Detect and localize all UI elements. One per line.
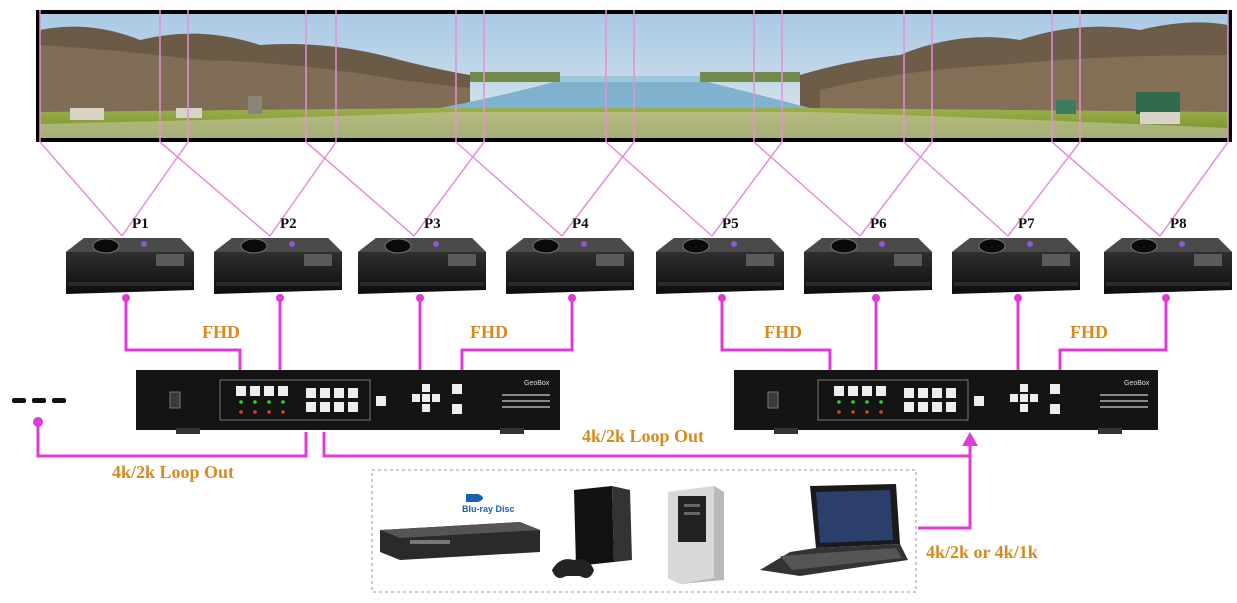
projection-beam [1159, 141, 1229, 237]
projector-label-p5: P5 [722, 216, 739, 232]
fhd-label-4: FHD [1070, 322, 1108, 342]
bluray-logo: Blu-ray Disc [462, 504, 515, 514]
projection-beam [121, 141, 189, 237]
projection-beam [859, 141, 933, 237]
projector-label-p3: P3 [424, 216, 441, 232]
projector-p8 [1104, 238, 1232, 294]
projector-p5 [656, 238, 784, 294]
desktop-pc [668, 486, 724, 584]
blu-ray-player: Blu-ray Disc [380, 494, 540, 560]
fhd-label-2: FHD [470, 322, 508, 342]
cable-endpoints [33, 294, 1170, 446]
projector-label-p7: P7 [1018, 216, 1035, 232]
processor-brand-left: GeoBox [524, 380, 550, 387]
projection-beam [1007, 141, 1081, 237]
projection-beam [605, 141, 713, 237]
projection-beam [455, 141, 563, 237]
projection-beams [39, 141, 1229, 237]
input-resolution-label: 4k/2k or 4k/1k [926, 542, 1038, 562]
projection-beam [753, 141, 861, 237]
projection-overlap-lines [39, 10, 1229, 142]
projector-p2 [214, 238, 342, 294]
projector-label-p2: P2 [280, 216, 297, 232]
projection-beam [159, 141, 271, 237]
projector-label-p6: P6 [870, 216, 887, 232]
projector-label-p4: P4 [572, 216, 589, 232]
loop-out-label-left: 4k/2k Loop Out [112, 462, 235, 482]
projector-row [66, 238, 1232, 294]
projector-label-p1: P1 [132, 216, 149, 232]
source-devices-box: Blu-ray Disc [371, 469, 917, 593]
projection-beam [903, 141, 1009, 237]
projector-p6 [804, 238, 932, 294]
projector-p1 [66, 238, 194, 294]
fhd-label-1: FHD [202, 322, 240, 342]
projector-label-p8: P8 [1170, 216, 1187, 232]
projection-beam [711, 141, 783, 237]
video-wall-processor-left [136, 370, 560, 434]
laptop [760, 484, 908, 576]
video-wall-processor-right [734, 370, 1158, 434]
projector-p3 [358, 238, 486, 294]
projector-p7 [952, 238, 1080, 294]
projection-beam [39, 141, 123, 237]
projection-beam [413, 141, 485, 237]
fhd-label-3: FHD [764, 322, 802, 342]
projection-beam [561, 141, 635, 237]
projection-beam [305, 141, 415, 237]
processor-brand-right: GeoBox [1124, 380, 1150, 387]
projection-beam [1051, 141, 1161, 237]
projector-p4 [506, 238, 634, 294]
video-wall-processors [136, 370, 1158, 434]
more-devices-ellipsis [12, 398, 66, 403]
loop-out-label-center: 4k/2k Loop Out [582, 426, 705, 446]
game-console [552, 486, 632, 578]
